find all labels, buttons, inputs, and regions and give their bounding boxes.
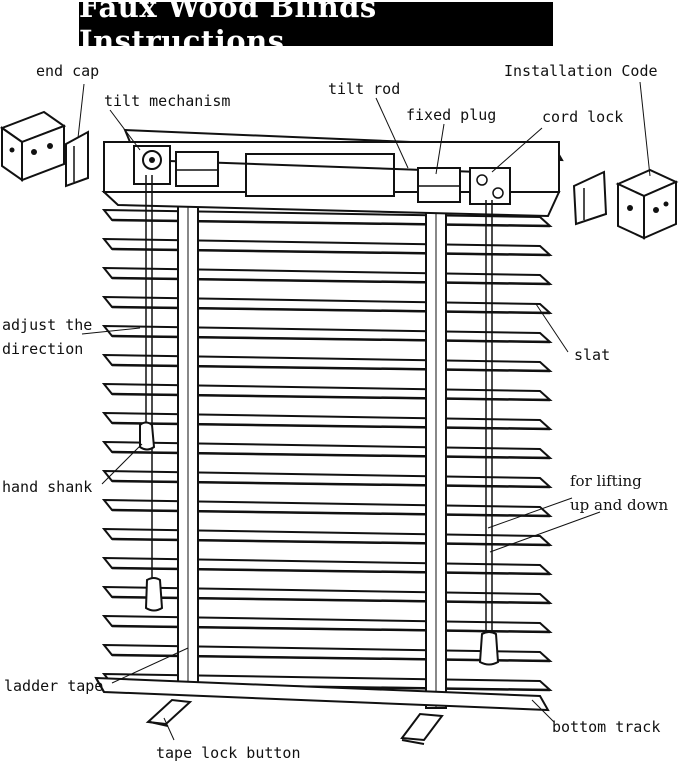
label-cord-lock: cord lock	[542, 108, 623, 126]
ladder-tape-left	[177, 187, 199, 687]
tilt-wand	[145, 175, 153, 580]
label-slat: slat	[574, 346, 610, 364]
label-end-cap: end cap	[36, 62, 99, 80]
label-direction: direction	[2, 340, 83, 358]
label-tilt-mechanism: tilt mechanism	[104, 92, 230, 110]
label-tape-lock-button: tape lock button	[156, 744, 301, 762]
ladder-tape-right	[425, 187, 447, 709]
end-cap-left	[65, 130, 89, 188]
diagram-title: Faux Wood Blinds Instructions	[79, 0, 553, 58]
label-fixed-plug: fixed plug	[406, 106, 496, 124]
cord-lock	[469, 167, 511, 205]
label-ladder-tape: ladder tape	[4, 677, 103, 695]
hand-shank-knob	[139, 421, 156, 451]
leader-lines	[77, 81, 651, 741]
fixed-plug	[417, 167, 461, 203]
label-installation-code: Installation Code	[504, 62, 658, 80]
end-cap-right	[572, 170, 608, 226]
label-for-lifting: for lifting	[570, 472, 642, 490]
lift-cord-tassel	[478, 631, 500, 666]
tape-lock-button-right	[400, 712, 444, 745]
label-bottom-track: bottom track	[552, 718, 660, 736]
tilt-wand-tassel	[144, 577, 164, 612]
label-hand-shank: hand shank	[2, 478, 92, 496]
end-cap-bracket-right	[615, 168, 679, 240]
label-adjust-the: adjust the	[2, 316, 92, 334]
lift-cords	[485, 200, 493, 634]
tape-lock-button-left	[145, 698, 193, 727]
bottom-track	[94, 676, 550, 712]
slats-group	[101, 208, 553, 692]
label-tilt-rod: tilt rod	[328, 80, 400, 98]
end-cap-bracket-left	[0, 110, 67, 182]
label-up-and-down: up and down	[570, 496, 668, 514]
